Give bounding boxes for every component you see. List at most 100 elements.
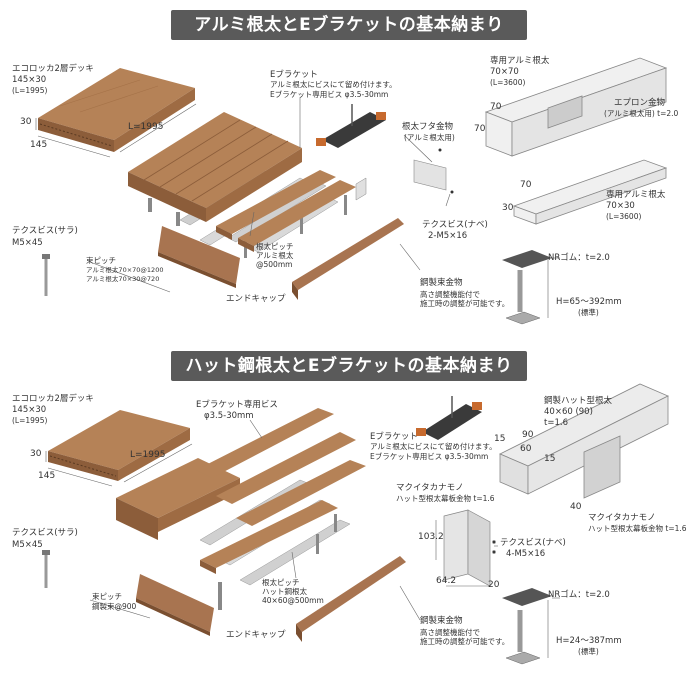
ebracket-part-2 [416,396,482,440]
leaders-2 [89,419,560,621]
s1-steel-post-l2: 施工時の調整が可能です。 [420,299,510,308]
s2-screw-sara-size: M5×45 [12,540,43,550]
s1-screw-flat-name: テクスビス(ナベ) [422,220,488,230]
s2-ebracket-screw-l2: φ3.5-30mm [204,411,254,421]
deck-board-1 [38,68,195,152]
deck-assembly-2 [116,408,366,610]
s2-dim-145: 145 [38,471,56,481]
s1-nr-rubber: NRゴム：t=2.0 [548,253,610,263]
s2-hat-dim-15b: 15 [544,454,556,464]
deck-dim-lines-1 [35,103,197,158]
s2-ebracket-name: Eブラケット [370,432,418,442]
alu-joist-70x30 [512,159,668,225]
s1-screw-flat-size: 2-M5×16 [428,231,468,241]
s2-joist-pitch-l2: ハット鋼根太 [262,587,307,596]
s1-cap-fitting-sub: (アルミ根太用) [404,133,455,142]
s2-deck-name: エコロッカ2層デッキ [12,394,94,404]
s2-hat-joist-l2: 40×60 (90) [544,407,593,417]
alu-joist-70x70 [484,57,668,157]
s1-height-l2: (標準) [578,308,599,317]
s2-steel-post-l1: 高さ調整機能付で [420,628,480,637]
s1-ebracket-note2: Eブラケット専用ビス φ3.5-30mm [270,90,389,99]
s2-deck-length-note: (L=1995) [12,416,48,425]
s2-endcap: エンドキャップ [226,630,286,640]
s2-height-l2: (標準) [578,647,599,656]
s2-dim-642: 64.2 [436,576,457,586]
s1-joist-big-w: 70 [490,102,502,112]
s2-hat-dim-60: 60 [520,444,532,454]
ebracket-part-1 [316,104,386,148]
hat-joist-profile [499,383,669,499]
s2-deck-size: 145×30 [12,405,47,415]
s2-screw-flat-size: 4-M5×16 [506,549,546,559]
s1-cap-fitting-name: 根太フタ金物 [402,122,454,132]
leaders-1 [89,98,560,293]
s2-kanamono-upper-l1: マクイタカナモノ [396,483,464,493]
s2-steel-post-name: 鋼製束金物 [420,616,463,626]
s2-hat-dim-15a: 15 [494,434,506,444]
s2-ebracket-screw-l1: Eブラケット専用ビス [196,400,278,410]
endcap-board-2 [136,574,214,636]
s2-pitch-l2: 鋼製束@900 [92,602,137,611]
screw-sara-1 [42,254,50,296]
s1-ebracket-name: Eブラケット [270,70,318,80]
s1-joist-pitch-l2: アルミ根太 [256,251,294,260]
s1-endcap: エンドキャップ [226,294,286,304]
screw-sara-2 [42,550,50,588]
s1-dim-145: 145 [30,140,48,150]
section2-title: ハット鋼根太とEブラケットの基本納まり [171,351,527,381]
s1-joist-big-h: 70 [474,124,486,134]
s2-kanamono-upper-l2: ハット型根太幕板金物 t=1.6 [396,494,495,503]
deck-dim-lines-2 [45,443,193,487]
s2-dim-30: 30 [30,449,42,459]
s1-steel-post-l1: 高さ調整機能付で [420,290,480,299]
s1-height-l1: H=65～392mm [556,297,622,307]
s2-steel-post-l2: 施工時の調整が可能です。 [420,637,510,646]
s2-ebracket-note2: Eブラケット専用ビス φ3.5-30mm [370,452,489,461]
cap-fitting-1 [355,148,454,201]
endcap-board-1 [158,226,240,288]
s1-screw-sara-name: テクスビス(サラ) [12,226,78,236]
s1-dim-L: L=1995 [128,122,164,132]
end-board-2b [296,556,406,642]
s2-pitch-l1: 束ピッチ [92,592,122,601]
s1-joist-small-w: 70 [520,180,532,190]
s1-ebracket-note1: アルミ根太にビスにて留め付けます。 [270,80,397,89]
s1-joist-pitch-l1: 根太ピッチ [256,242,294,251]
s1-pitch-l1: 束ピッチ [86,256,116,265]
s2-dim-20: 20 [488,580,500,590]
s1-pitch-l3: アルミ根太70×30@720 [86,275,160,283]
s1-joist-pitch-l3: @500mm [256,260,293,269]
s1-deck-size: 145×30 [12,75,47,85]
s2-hat-joist-l1: 鋼製ハット型根太 [544,396,613,406]
s1-dim-30: 30 [20,117,32,127]
s1-joist-big-l3: (L=3600) [490,78,526,87]
section1-title: アルミ根太とEブラケットの基本納まり [171,10,527,40]
s2-joist-pitch-l1: 根太ピッチ [262,578,300,587]
s1-screw-sara-size: M5×45 [12,238,43,248]
makuita-plate [443,509,496,587]
s2-hat-dim-90: 90 [522,430,534,440]
s2-screw-sara-name: テクスビス(サラ) [12,528,78,538]
s1-deck-length-note: (L=1995) [12,86,48,95]
s1-eplon-l1: エプロン金物 [614,98,666,108]
s2-dim-L: L=1995 [130,450,166,460]
s1-joist-small-l2: 70×30 [606,201,635,211]
s2-height-l1: H=24～387mm [556,636,622,646]
steel-post-2 [502,588,552,665]
deck-assembly-1 [128,112,356,258]
steel-post-1 [502,250,552,325]
s1-pitch-l2: アルミ根太70×70@1200 [86,266,164,274]
s2-hat-dim-40: 40 [570,502,582,512]
s2-kanamono-lower-l1: マクイタカナモノ [588,513,656,523]
deck-board-2 [48,410,190,481]
s1-joist-big-l1: 専用アルミ根太 [490,56,550,66]
end-board-1b [292,218,404,300]
s2-screw-flat-name: テクスビス(ナベ) [500,538,566,548]
s2-joist-pitch-l3: 40×60@500mm [262,596,324,605]
s2-kanamono-lower-l2: ハット型根太幕板金物 t=1.6 [588,524,687,533]
s2-nr-rubber: NRゴム：t=2.0 [548,590,610,600]
s1-joist-small-l1: 専用アルミ根太 [606,190,666,200]
